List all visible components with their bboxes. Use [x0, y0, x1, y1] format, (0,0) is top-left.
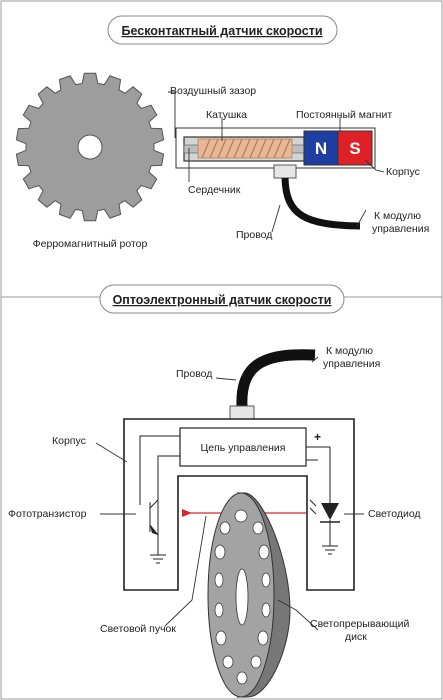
wire-connector: [273, 164, 297, 179]
label-to-module-1a: К модулю: [374, 210, 421, 222]
label-core: Сердечник: [188, 184, 241, 196]
wire-connector-2: [229, 405, 255, 420]
control-circuit-box: [179, 427, 307, 467]
section-optoelectronic: Оптоэлектронный датчик скорости Цепь упр…: [8, 284, 421, 698]
title-contactless: Бесконтактный датчик скорости: [121, 24, 322, 38]
label-disk-2: диск: [345, 631, 367, 643]
pole-n: N: [315, 139, 327, 158]
label-coil: Катушка: [206, 109, 247, 121]
title-optoelectronic: Оптоэлектронный датчик скорости: [113, 293, 332, 307]
magnet-north: [303, 130, 339, 166]
label-wire-2: Провод: [176, 368, 212, 380]
label-plus: +: [314, 430, 321, 444]
title-box-1: [107, 15, 338, 45]
pole-s: S: [349, 139, 360, 158]
label-housing-2: Корпус: [52, 435, 86, 447]
label-wire-1: Провод: [236, 229, 272, 241]
wire-cable: [281, 177, 361, 230]
label-rotor: Ферромагнитный ротор: [33, 238, 148, 250]
label-phototransistor: Фототранзистор: [8, 508, 87, 520]
label-light-beam: Световой пучок: [100, 623, 176, 635]
label-control-circuit: Цепь управления: [201, 442, 286, 454]
wire-cable-2: [236, 349, 316, 407]
led-symbol: [309, 498, 340, 525]
rotor-hole: [77, 134, 103, 160]
label-permanent-magnet: Постоянный магнит: [296, 109, 392, 121]
label-air-gap: Воздушный зазор: [170, 85, 256, 97]
magnet-south: [337, 130, 373, 166]
title-box-2: [99, 284, 345, 314]
ferromagnetic-rotor: [15, 72, 165, 222]
label-to-module-2b: управления: [323, 358, 380, 370]
circuit-wiring: [139, 435, 338, 564]
interrupter-disk: [207, 492, 291, 698]
label-housing-1: Корпус: [386, 166, 420, 178]
leader-lines-2: [95, 356, 364, 631]
label-to-module-1b: управления: [372, 223, 429, 235]
phototransistor-arrow: [150, 525, 158, 535]
section-contactless: Бесконтактный датчик скорости N S: [15, 15, 429, 250]
label-led: Светодиод: [368, 508, 421, 520]
label-to-module-2a: К модулю: [326, 345, 373, 357]
label-disk-1: Светопрерывающий: [310, 618, 409, 630]
leader-lines-1: [168, 91, 385, 233]
coil: [197, 138, 293, 159]
